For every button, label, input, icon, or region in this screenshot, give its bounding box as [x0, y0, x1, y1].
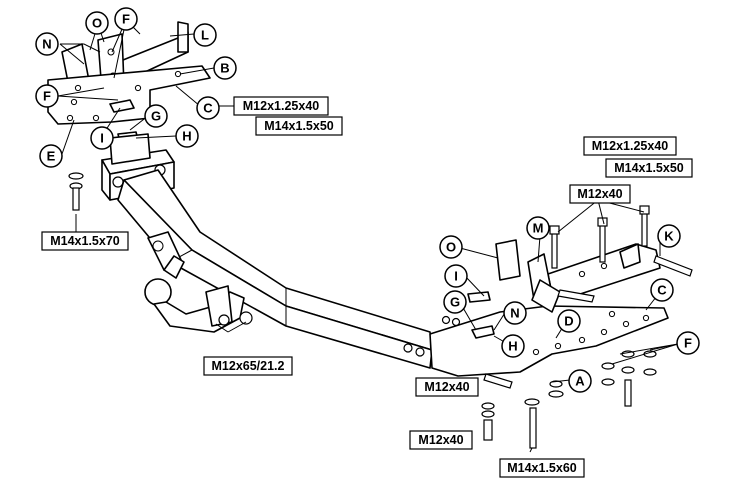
callout-g-top: G — [144, 104, 168, 128]
callout-n-right: N — [503, 301, 527, 325]
callout-i-right: I — [444, 264, 468, 288]
svg-text:F: F — [684, 336, 692, 351]
spec-left-bolt: M14x1.5x70 — [41, 231, 129, 251]
svg-text:F: F — [43, 89, 51, 104]
spec-top-left-1: M12x1.25x40 — [233, 96, 329, 116]
svg-text:O: O — [446, 240, 456, 255]
svg-text:M12x65/21.2: M12x65/21.2 — [212, 359, 285, 373]
callout-g-right: G — [443, 290, 467, 314]
callout-o-right: O — [439, 235, 463, 259]
callout-c-right: C — [650, 278, 674, 302]
spec-top-right-1: M12x1.25x40 — [583, 136, 677, 156]
svg-text:M12x40: M12x40 — [418, 433, 463, 447]
right-bracket-assembly — [429, 239, 669, 377]
svg-text:M14x1.5x50: M14x1.5x50 — [264, 119, 334, 133]
spec-bottom-1: M12x40 — [415, 377, 479, 397]
loose-bolts — [68, 172, 693, 449]
spec-bottom-2: M12x40 — [409, 430, 473, 450]
svg-text:E: E — [47, 149, 56, 164]
callout-n-top: N — [35, 32, 59, 56]
callout-m: M — [526, 216, 550, 240]
svg-text:M12x1.25x40: M12x1.25x40 — [243, 99, 320, 113]
svg-text:D: D — [564, 314, 573, 329]
spec-right-bolts: M12x40 — [569, 184, 631, 204]
svg-text:H: H — [508, 339, 517, 354]
svg-text:H: H — [182, 129, 191, 144]
svg-text:L: L — [201, 28, 209, 43]
spec-ball-bolt: M12x65/21.2 — [203, 356, 293, 376]
callout-e: E — [39, 144, 63, 168]
svg-text:A: A — [575, 374, 585, 389]
svg-text:I: I — [454, 269, 458, 284]
ball-mount — [144, 231, 253, 333]
callout-f-right: F — [676, 331, 700, 355]
callout-f-top: F — [114, 7, 138, 31]
svg-text:B: B — [220, 61, 229, 76]
svg-text:C: C — [203, 101, 213, 116]
svg-text:C: C — [657, 283, 667, 298]
svg-text:M14x1.5x60: M14x1.5x60 — [507, 461, 577, 475]
svg-text:N: N — [510, 306, 519, 321]
svg-text:M12x1.25x40: M12x1.25x40 — [592, 139, 669, 153]
svg-text:M12x40: M12x40 — [577, 187, 622, 201]
callout-o-top: O — [85, 11, 109, 35]
svg-text:G: G — [151, 109, 161, 124]
main-crossbar — [117, 169, 433, 369]
svg-text:O: O — [92, 16, 102, 31]
callout-k: K — [657, 224, 681, 248]
spec-bottom-3: M14x1.5x60 — [499, 458, 585, 478]
svg-text:M12x40: M12x40 — [424, 380, 469, 394]
spec-top-left-2: M14x1.5x50 — [255, 116, 343, 136]
callout-b: B — [213, 56, 237, 80]
callout-h-right: H — [501, 334, 525, 358]
svg-text:M14x1.5x70: M14x1.5x70 — [50, 234, 120, 248]
svg-text:I: I — [100, 131, 104, 146]
callout-c-top: C — [196, 96, 220, 120]
spec-top-right-2: M14x1.5x50 — [605, 158, 693, 178]
callout-l: L — [193, 23, 217, 47]
callout-a: A — [568, 369, 592, 393]
callout-d: D — [557, 309, 581, 333]
callout-h-top: H — [175, 124, 199, 148]
svg-text:M14x1.5x50: M14x1.5x50 — [614, 161, 684, 175]
svg-text:M: M — [533, 221, 544, 236]
callout-i-top: I — [90, 126, 114, 150]
callout-f-left: F — [35, 84, 59, 108]
svg-text:N: N — [42, 37, 51, 52]
svg-text:G: G — [450, 295, 460, 310]
svg-text:K: K — [664, 229, 674, 244]
svg-text:F: F — [122, 12, 130, 27]
